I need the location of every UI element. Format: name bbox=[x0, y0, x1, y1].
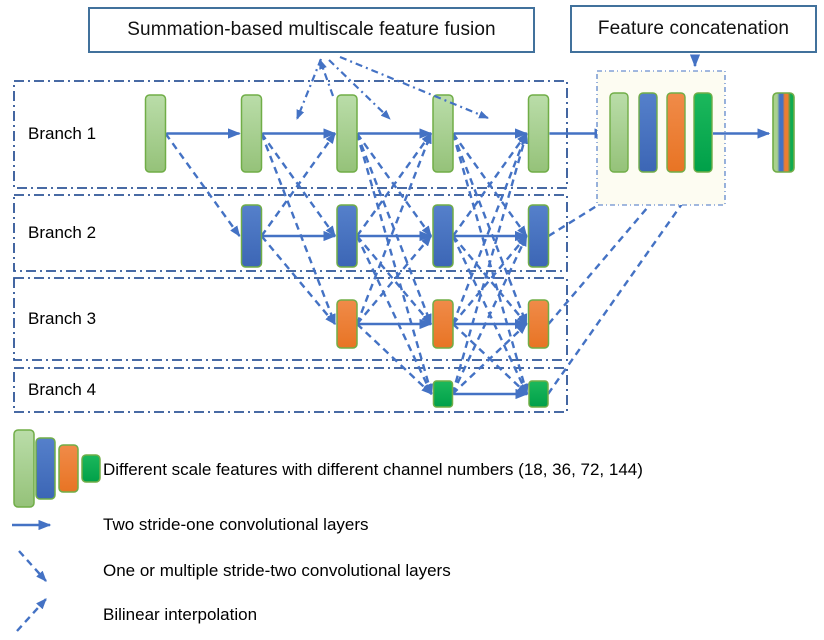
legend-scale-3-block bbox=[58, 444, 79, 493]
concat-scale-3-block bbox=[666, 92, 686, 173]
bilinear-interpolation-arrow bbox=[451, 132, 528, 325]
bilinear-interpolation-arrow bbox=[547, 173, 704, 395]
legend-scale-features-label: Different scale features with different … bbox=[103, 460, 643, 479]
feature-concatenation-label: Feature concatenation bbox=[597, 18, 790, 39]
concatenation-group bbox=[596, 54, 795, 206]
branch-3-block bbox=[336, 299, 358, 349]
legend-stride-one-label: Two stride-one convolutional layers bbox=[103, 515, 369, 534]
summation-annotation-arrows bbox=[295, 55, 489, 120]
branch-2-block bbox=[527, 204, 550, 268]
branch-2-box bbox=[13, 194, 568, 272]
legend-dashed-down-arrow-icon bbox=[18, 550, 47, 582]
stride-two-conv-arrow bbox=[260, 235, 336, 325]
stride-two-conv-arrow bbox=[164, 132, 241, 237]
summation-fusion-label-box: Summation-based multiscale feature fusio… bbox=[88, 7, 535, 53]
bilinear-interpolation-arrow bbox=[260, 132, 336, 237]
annotation-arrow-up bbox=[318, 59, 335, 97]
branch-2-block bbox=[432, 204, 454, 268]
concatenated-output-block bbox=[772, 92, 795, 173]
legend-dashed-up-arrow-icon bbox=[16, 598, 47, 632]
feature-blocks bbox=[144, 94, 550, 408]
legend-scale-4-block bbox=[81, 454, 101, 483]
legend-scale-1-block bbox=[13, 429, 35, 508]
branch-3-box bbox=[13, 277, 568, 361]
branch-4-box bbox=[13, 367, 568, 413]
branch-4-label: Branch 4 bbox=[28, 380, 97, 399]
annotation-arrow bbox=[295, 58, 323, 120]
legend-bilinear-label: Bilinear interpolation bbox=[103, 605, 258, 624]
branch-3-block bbox=[527, 299, 550, 349]
concat-scale-4-block bbox=[693, 92, 713, 173]
concat-scale-1-block bbox=[609, 92, 629, 173]
stride-two-conv-arrow bbox=[355, 133, 434, 396]
branch-boxes bbox=[13, 80, 568, 413]
annotation-arrow bbox=[328, 59, 391, 120]
bilinear-interpolation-arrow bbox=[356, 132, 432, 237]
branch-1-block bbox=[527, 94, 550, 173]
legend-stride-two-label: One or multiple stride-two convolutional… bbox=[103, 561, 451, 580]
bilinear-interpolation-arrow bbox=[355, 132, 433, 325]
branch-2-label: Branch 2 bbox=[28, 223, 97, 242]
branch-2-block bbox=[240, 204, 263, 268]
bilinear-interpolation-arrow bbox=[451, 132, 529, 395]
annotation-arrow bbox=[339, 55, 489, 120]
bilinear-interpolation-arrow bbox=[452, 132, 528, 237]
branch-3-block bbox=[432, 299, 454, 349]
branch-1-block bbox=[432, 94, 454, 173]
branch-4-block bbox=[528, 380, 549, 408]
legend-scale-2-block bbox=[35, 437, 56, 500]
concat-scale-2-block bbox=[638, 92, 658, 173]
feature-concatenation-label-box: Feature concatenation bbox=[570, 5, 817, 53]
branch-4-block bbox=[432, 380, 454, 408]
stride-two-conv-arrow bbox=[355, 235, 433, 395]
branch-1-block bbox=[240, 94, 263, 173]
stride-two-conv-arrow bbox=[356, 323, 433, 395]
bilinear-interpolation-arrow bbox=[451, 235, 528, 395]
bilinear-interpolation-arrow bbox=[451, 323, 528, 395]
branch-1-label: Branch 1 bbox=[28, 124, 97, 143]
branch-2-block bbox=[336, 204, 358, 268]
connection-arrows bbox=[164, 128, 704, 400]
branch-1-block bbox=[144, 94, 167, 173]
summation-fusion-label: Summation-based multiscale feature fusio… bbox=[127, 19, 496, 40]
branch-3-label: Branch 3 bbox=[28, 309, 97, 328]
stride-two-conv-arrow bbox=[260, 133, 337, 326]
bilinear-interpolation-arrow bbox=[547, 173, 677, 325]
legend-icons bbox=[12, 429, 101, 632]
branch-1-block bbox=[336, 94, 358, 173]
